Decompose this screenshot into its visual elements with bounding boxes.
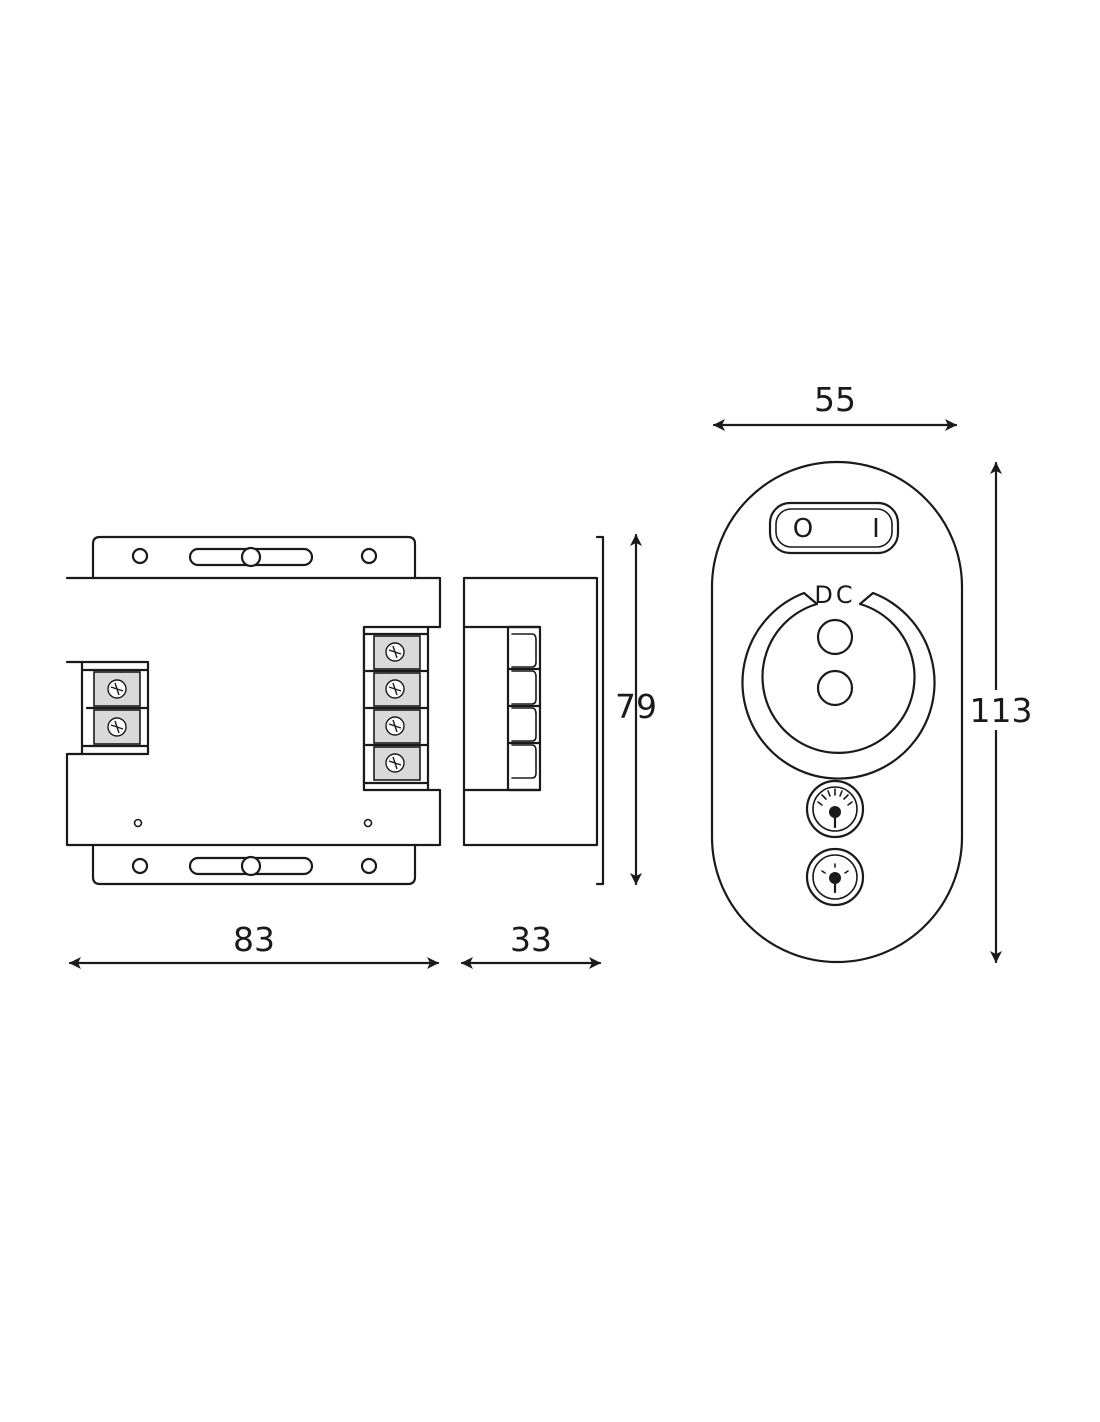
terminal-block-side bbox=[506, 625, 542, 792]
dimension-label-113: 113 bbox=[970, 691, 1033, 730]
mounting-flange-bottom bbox=[91, 843, 417, 886]
dimension-controller-height: 79 bbox=[615, 533, 657, 886]
terminal-block-input bbox=[80, 660, 150, 756]
remote-control: O I DC bbox=[710, 460, 964, 964]
brightness-up-icon bbox=[805, 779, 865, 839]
dimension-label-79: 79 bbox=[615, 687, 657, 726]
dc-label: DC bbox=[814, 581, 855, 609]
dial-ring: DC bbox=[741, 581, 936, 780]
dimension-controller-depth: 33 bbox=[460, 920, 602, 969]
dimension-label-33: 33 bbox=[510, 920, 552, 959]
terminal-block-output bbox=[362, 625, 430, 792]
controller-front-view bbox=[65, 535, 442, 886]
brightness-down-icon bbox=[805, 847, 865, 907]
power-off-symbol: O bbox=[793, 514, 813, 544]
dimension-controller-width: 83 bbox=[68, 920, 440, 969]
dimension-label-83: 83 bbox=[233, 920, 275, 959]
dimension-label-55: 55 bbox=[814, 380, 856, 419]
power-on-symbol: I bbox=[872, 514, 880, 544]
remote-body bbox=[710, 460, 964, 964]
mounting-flange-top bbox=[91, 535, 417, 580]
dimension-remote-width: 55 bbox=[712, 380, 958, 431]
dimension-remote-height: 113 bbox=[970, 461, 1033, 964]
controller-side-view bbox=[462, 535, 605, 886]
power-toggle-icon: O I bbox=[768, 501, 900, 555]
